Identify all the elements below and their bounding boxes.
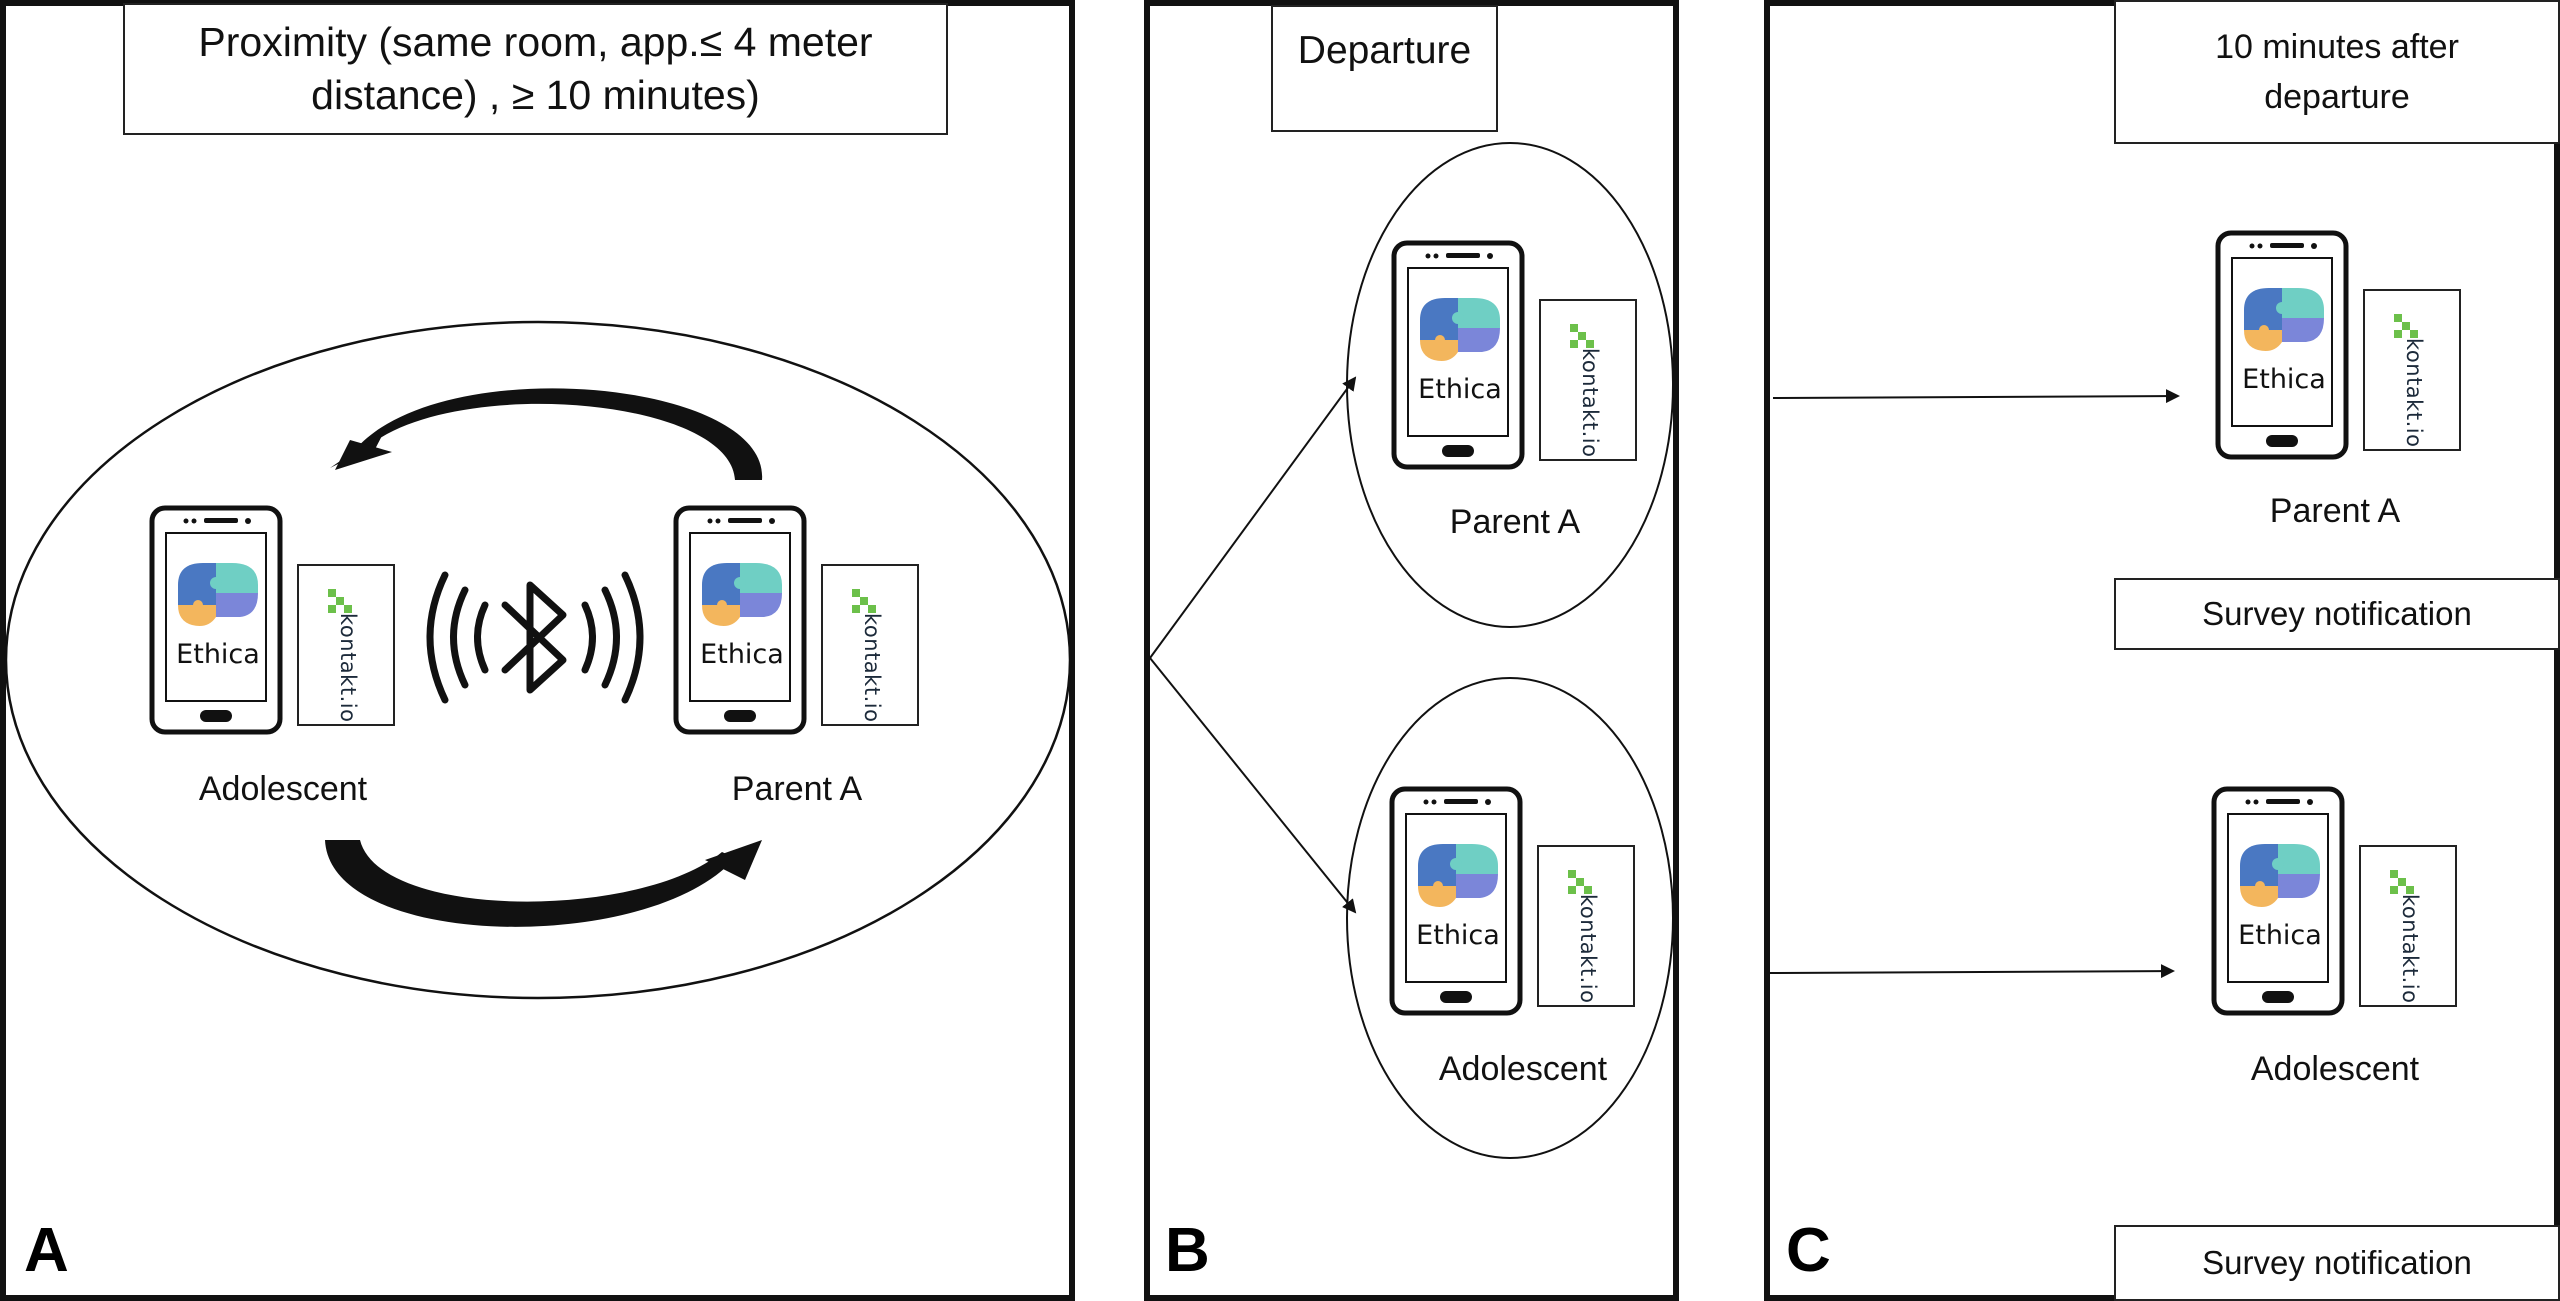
brain-puzzle-icon [2244, 288, 2324, 351]
beacon-brand-label: kontakt.io [1578, 348, 1602, 458]
phone-icon [2215, 230, 2349, 460]
brain-puzzle-icon [1420, 298, 1500, 361]
phone-icon [149, 505, 283, 735]
after-departure-line1: 10 minutes after [2215, 28, 2459, 66]
arrow-to-parent [1149, 376, 1357, 659]
beacon-brand-label: kontakt.io [860, 613, 884, 723]
brain-puzzle-icon [702, 563, 782, 626]
adolescent-ellipse-b [1346, 677, 1674, 1159]
kontakt-logo-icon [2359, 845, 2457, 1007]
brain-puzzle-icon [178, 563, 258, 626]
beacon-brand-label: kontakt.io [2398, 894, 2422, 1004]
caption-parent-b: Parent A [1449, 503, 1581, 541]
device-adolescent-a: Ethica kontakt.io [148, 505, 408, 735]
caption-parent-c: Parent A [2269, 492, 2401, 530]
after-departure-line2: departure [2264, 78, 2410, 116]
kontakt-logo-icon [297, 564, 395, 726]
phone-icon [2211, 786, 2345, 1016]
caption-adolescent-c: Adolescent [2250, 1050, 2420, 1088]
app-name-label: Ethica [176, 639, 260, 670]
phone-icon [1391, 240, 1525, 470]
proximity-ellipse [4, 320, 1072, 1000]
survey-notification-2-label: Survey notification [2202, 1244, 2472, 1281]
brain-puzzle-icon [2240, 844, 2320, 907]
beacon-brand-label: kontakt.io [1576, 894, 1600, 1004]
panel-label-c: C [1786, 1216, 1831, 1285]
app-name-label: Ethica [700, 639, 784, 670]
device-parent-c: Ethica kontakt.io [2214, 230, 2474, 460]
arrow-to-adolescent [1149, 657, 1357, 914]
beacon-brand-label: kontakt.io [2402, 338, 2426, 448]
proximity-title-box: Proximity (same room, app.≤ 4 meter dist… [123, 3, 948, 135]
survey-notification-2: Survey notification [2114, 1225, 2560, 1301]
phone-icon [1389, 786, 1523, 1016]
survey-notification-1-label: Survey notification [2202, 595, 2472, 632]
caption-adolescent-b: Adolescent [1438, 1050, 1608, 1088]
departure-box: Departure [1271, 5, 1498, 132]
device-adolescent-c: Ethica kontakt.io [2210, 786, 2470, 1016]
bluetooth-signal-icon [426, 571, 644, 704]
device-parent-a: Ethica kontakt.io [672, 505, 932, 735]
kontakt-logo-icon [2363, 289, 2461, 451]
caption-parent-a: Parent A [731, 770, 863, 808]
survey-notification-1: Survey notification [2114, 578, 2560, 650]
after-departure-box: 10 minutes after departure [2114, 0, 2560, 144]
panel-label-a: A [24, 1216, 69, 1285]
app-name-label: Ethica [2238, 920, 2322, 951]
departure-title: Departure [1297, 29, 1472, 72]
panel-b [1144, 0, 1679, 1301]
exchange-arrows-icon [325, 388, 763, 927]
beacon-brand-label: kontakt.io [336, 613, 360, 723]
app-name-label: Ethica [2242, 364, 2326, 395]
arrow-c-adolescent [1769, 964, 2175, 979]
device-parent-b: Ethica kontakt.io [1390, 240, 1650, 470]
panel-label-b: B [1165, 1216, 1210, 1285]
kontakt-logo-icon [1537, 845, 1635, 1007]
brain-puzzle-icon [1418, 844, 1498, 907]
kontakt-logo-icon [1539, 299, 1637, 461]
caption-adolescent-a: Adolescent [198, 770, 368, 808]
app-name-label: Ethica [1416, 920, 1500, 951]
kontakt-logo-icon [821, 564, 919, 726]
app-name-label: Ethica [1418, 374, 1502, 405]
phone-icon [673, 505, 807, 735]
arrow-c-parent [1772, 389, 2180, 404]
proximity-title: Proximity (same room, app.≤ 4 meter dist… [198, 19, 873, 118]
device-adolescent-b: Ethica kontakt.io [1388, 786, 1648, 1016]
